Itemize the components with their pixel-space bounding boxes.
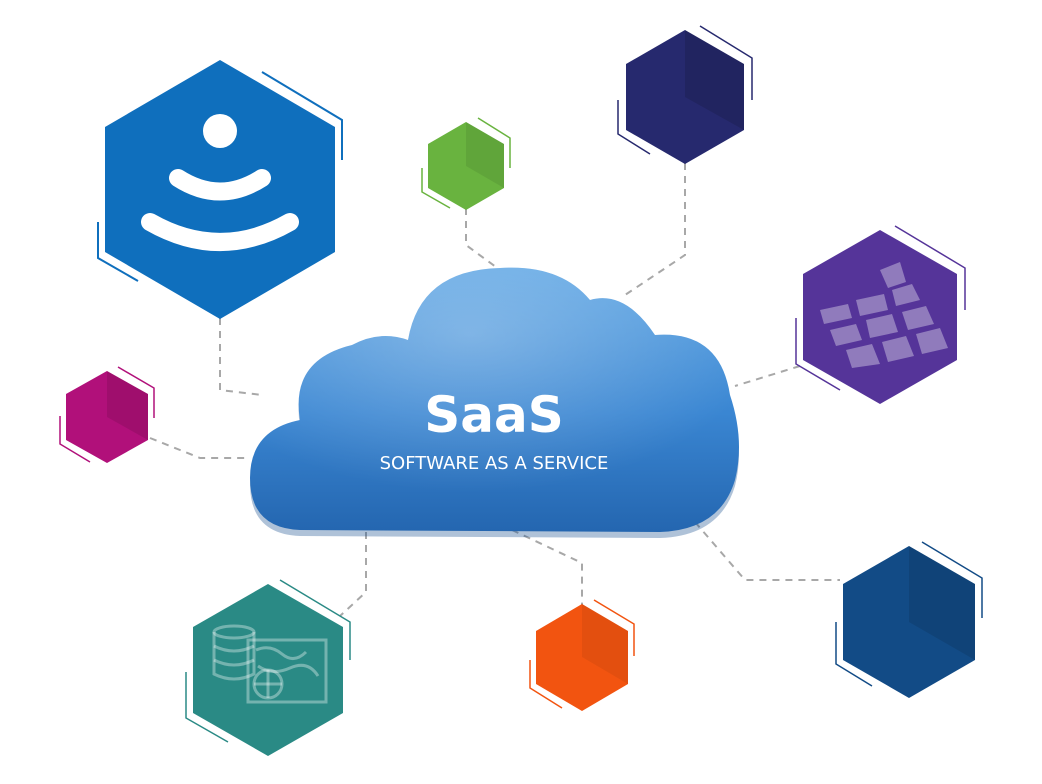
connector-navy-top [624,163,686,296]
connector-purple [734,365,801,387]
connector-lines [149,163,840,617]
hex-node-wifi [97,60,343,319]
connector-magenta [149,437,248,459]
cloud-subtitle: SOFTWARE AS A SERVICE [380,453,609,474]
saas-cloud: SaaS SOFTWARE AS A SERVICE [250,267,739,538]
map-grid-icon [820,262,948,368]
hex-node-magenta [59,366,155,463]
connector-orange [511,529,583,605]
database-map-icon [212,624,328,704]
hex-node-teal [185,579,351,756]
hex-node-green [421,117,511,210]
hex-node-navy-bottom [835,541,983,698]
hex-node-purple [795,225,966,404]
hex-node-navy-top [617,25,753,164]
cloud-title: SaaS [424,386,564,444]
connector-green [465,208,501,271]
wifi-signal-icon [141,114,299,251]
connector-navy-bottom [694,521,840,581]
connector-wifi [219,318,263,396]
hex-node-orange [529,599,635,711]
connector-teal [339,532,367,617]
